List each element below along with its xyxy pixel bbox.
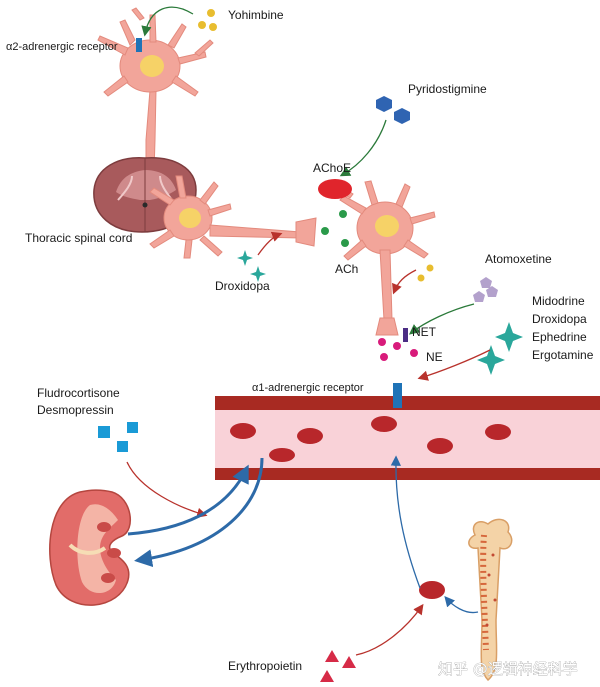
red-arrows (126, 231, 491, 656)
label-erythropoietin: Erythropoietin (228, 659, 302, 673)
label-droxidopa: Droxidopa (215, 279, 270, 293)
label-agonist-1: Midodrine (532, 294, 585, 308)
ne-molecules (378, 338, 418, 361)
a1-receptor-marker (393, 383, 402, 408)
label-net: NET (412, 325, 437, 339)
fludrocortisone-molecules (98, 422, 138, 452)
bone (468, 518, 513, 682)
net-transporter (403, 328, 408, 342)
preganglionic-neuron (149, 175, 317, 259)
erythrocyte (419, 581, 445, 599)
label-a2-receptor: α2-adrenergic receptor (6, 41, 118, 53)
vessel-red-blood-cells (230, 416, 511, 462)
top-neuron-nucleus (140, 55, 164, 77)
label-thoracic-cord: Thoracic spinal cord (25, 231, 132, 245)
top-neuron (97, 7, 214, 173)
label-agonist-4: Ergotamine (532, 348, 594, 362)
erythropoietin-molecules (320, 650, 356, 682)
agonist-molecules (477, 322, 523, 375)
achoe-enzyme (318, 179, 352, 199)
watermark: 知乎 @逻辑神经科学 (438, 660, 578, 678)
atomoxetine-molecules (473, 277, 498, 302)
label-agonist-3: Ephedrine (532, 330, 587, 344)
droxidopa-left-molecules (237, 250, 266, 282)
postganglionic-neuron (337, 180, 436, 336)
postganglionic-nucleus (375, 215, 399, 237)
label-achoe: AChoE (313, 161, 351, 175)
blood-vessel (215, 396, 600, 480)
yohimbine-molecules (198, 9, 217, 31)
label-ach: ACh (335, 262, 358, 276)
preganglionic-nucleus (179, 208, 201, 228)
label-desmopressin: Desmopressin (37, 403, 114, 417)
ach-molecules (321, 210, 349, 247)
label-fludrocortisone: Fludrocortisone (37, 386, 120, 400)
label-ne: NE (426, 350, 443, 364)
label-yohimbine: Yohimbine (228, 8, 284, 22)
label-pyridostigmine: Pyridostigmine (408, 82, 487, 96)
green-arrows (141, 6, 475, 335)
label-a1-receptor: α1-adrenergic receptor (252, 382, 364, 394)
ne-precursor-molecules (417, 264, 434, 282)
a2-receptor-marker (136, 38, 142, 52)
blue-arrows (127, 455, 479, 614)
pyridostigmine-molecules (376, 96, 410, 124)
label-atomoxetine: Atomoxetine (485, 252, 552, 266)
kidney (49, 489, 131, 606)
label-agonist-2: Droxidopa (532, 312, 587, 326)
